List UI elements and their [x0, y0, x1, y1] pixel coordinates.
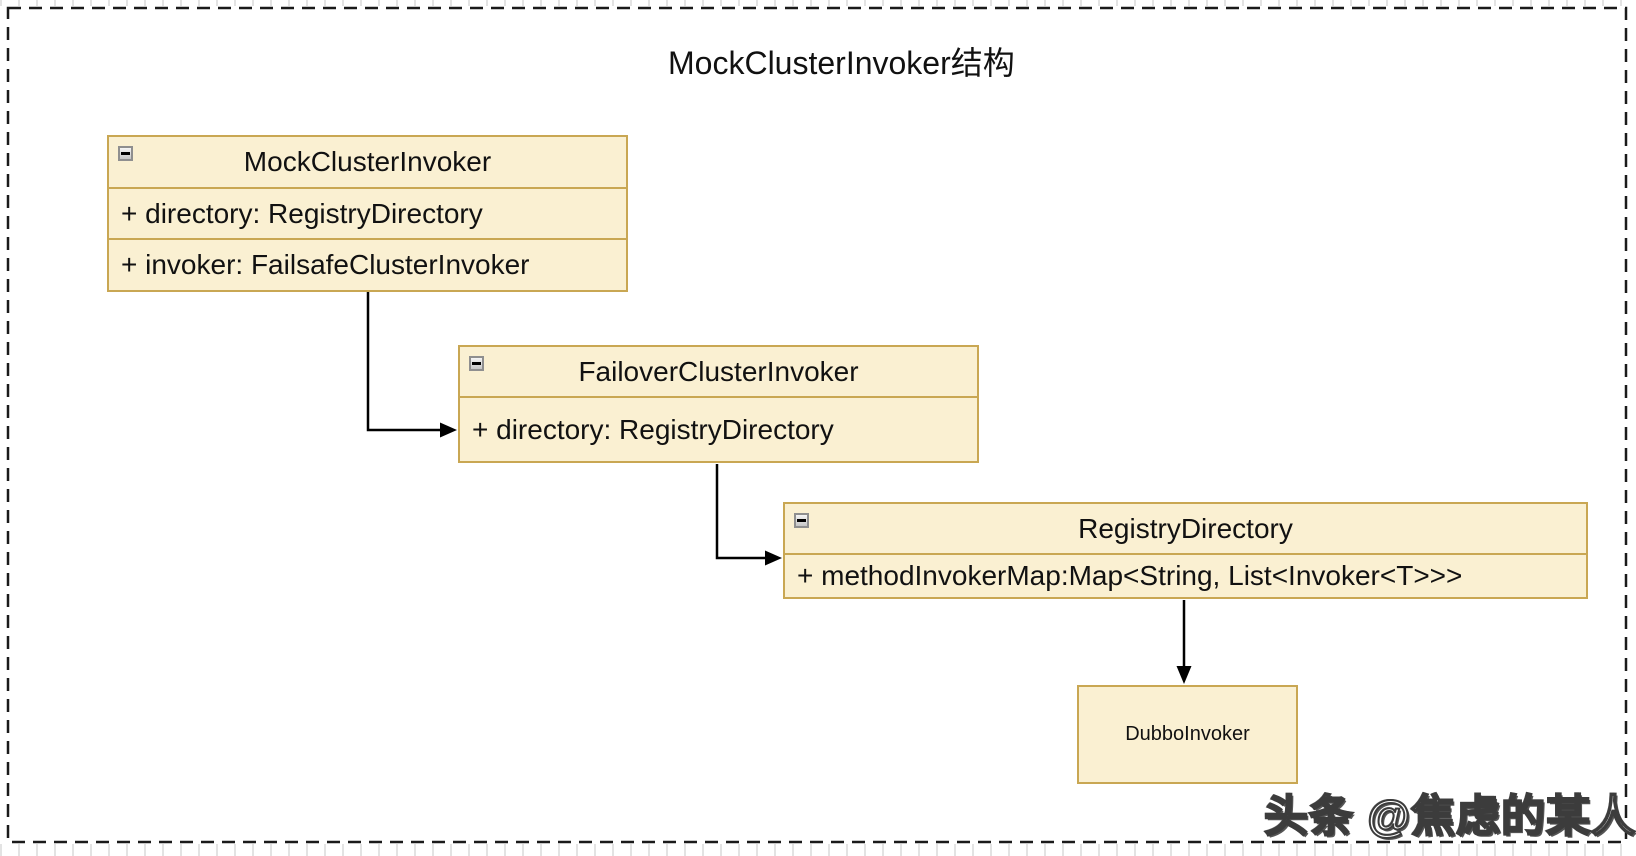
edge-ticks-top: [0, 0, 1636, 6]
minus-glyph: [121, 152, 130, 155]
minus-glyph: [797, 519, 806, 522]
class-box-registrydirectory: RegistryDirectory + methodInvokerMap:Map…: [783, 502, 1588, 599]
class-attribute: + methodInvokerMap:Map<String, List<Invo…: [797, 560, 1463, 591]
class-header: FailoverClusterInvoker: [460, 347, 977, 398]
class-box-mockclusterinvoker: MockClusterInvoker + directory: Registry…: [107, 135, 628, 292]
relation-arrow-registry-to-dubbo: [1176, 600, 1192, 684]
class-name: RegistryDirectory: [1078, 512, 1293, 544]
edge-ticks-bottom: [0, 844, 1636, 856]
collapse-minus-icon[interactable]: [794, 513, 809, 528]
collapse-minus-icon[interactable]: [118, 146, 133, 161]
class-header: MockClusterInvoker: [109, 137, 626, 189]
class-attribute: + directory: RegistryDirectory: [472, 413, 834, 445]
class-attribute: + invoker: FailsafeClusterInvoker: [109, 238, 626, 290]
class-name: MockClusterInvoker: [243, 146, 492, 177]
class-name: FailoverClusterInvoker: [578, 355, 859, 387]
relation-arrow-failover-to-registry: [715, 464, 782, 566]
class-attribute: + directory: RegistryDirectory: [121, 197, 483, 229]
collapse-minus-icon[interactable]: [469, 356, 484, 371]
minus-glyph: [472, 362, 481, 365]
relation-arrow-mock-to-failover: [366, 292, 457, 438]
class-name: DubboInvoker: [1125, 723, 1250, 745]
class-box-failoverclusterinvoker: FailoverClusterInvoker + directory: Regi…: [458, 345, 979, 463]
class-header: RegistryDirectory: [785, 504, 1586, 555]
watermark: 头条 @焦虑的某人: [1263, 791, 1636, 842]
diagram-title: MockClusterInvoker结构: [668, 45, 1015, 81]
class-box-dubboinvoker: DubboInvoker: [1077, 685, 1298, 784]
